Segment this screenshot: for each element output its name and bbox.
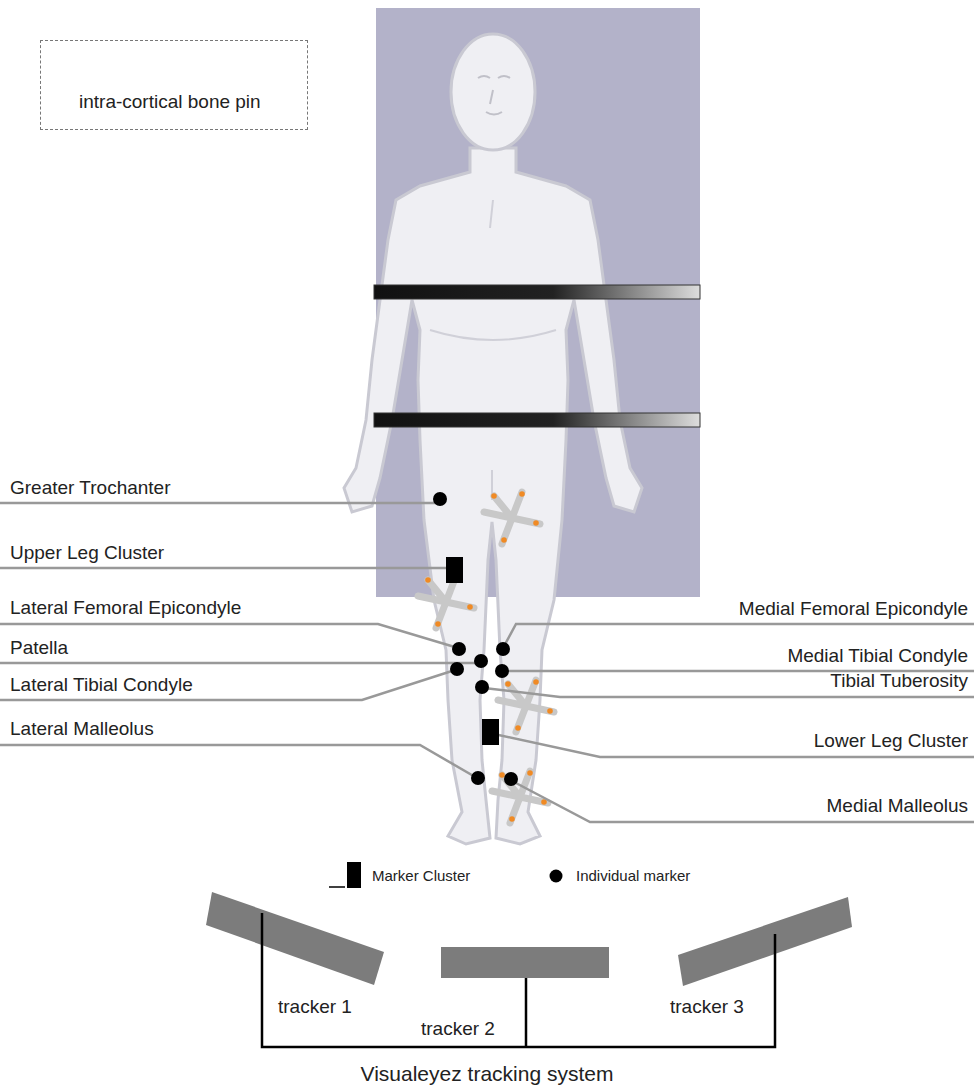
tracker-wiring bbox=[262, 913, 775, 1047]
strap bbox=[374, 285, 700, 299]
cluster-label: Lower Leg Cluster bbox=[814, 730, 968, 752]
leader-lines bbox=[0, 499, 974, 822]
landmark-label: Tibial Tuberosity bbox=[830, 670, 968, 692]
landmark-label: Greater Trochanter bbox=[10, 477, 171, 499]
landmark-label: Medial Femoral Epicondyle bbox=[739, 598, 968, 620]
landmark-label: Lateral Tibial Condyle bbox=[10, 674, 193, 696]
legend-box: intra-cortical bone pin bbox=[40, 40, 308, 130]
markers bbox=[433, 492, 518, 786]
tracker-label: tracker 2 bbox=[421, 1018, 495, 1040]
legend-samples bbox=[329, 862, 563, 888]
landmark-label: Patella bbox=[10, 637, 68, 659]
legend-text: Individual marker bbox=[576, 867, 690, 885]
landmark-label: Lateral Femoral Epicondyle bbox=[10, 597, 241, 619]
tracker-label: tracker 1 bbox=[278, 996, 352, 1018]
trackers bbox=[206, 892, 852, 986]
body-silhouette bbox=[344, 34, 642, 844]
cluster-label: Upper Leg Cluster bbox=[10, 542, 164, 564]
landmark-label: Medial Tibial Condyle bbox=[787, 645, 968, 667]
legend-text: Marker Cluster bbox=[372, 867, 470, 885]
tracker-label: tracker 3 bbox=[670, 996, 744, 1018]
strap bbox=[374, 413, 700, 427]
system-label: Visualeyez tracking system bbox=[361, 1061, 614, 1086]
box-text: intra-cortical bone pin bbox=[79, 91, 261, 113]
landmark-label: Medial Malleolus bbox=[826, 795, 968, 817]
landmark-label: Lateral Malleolus bbox=[10, 718, 154, 740]
bone-pins bbox=[56, 45, 554, 823]
